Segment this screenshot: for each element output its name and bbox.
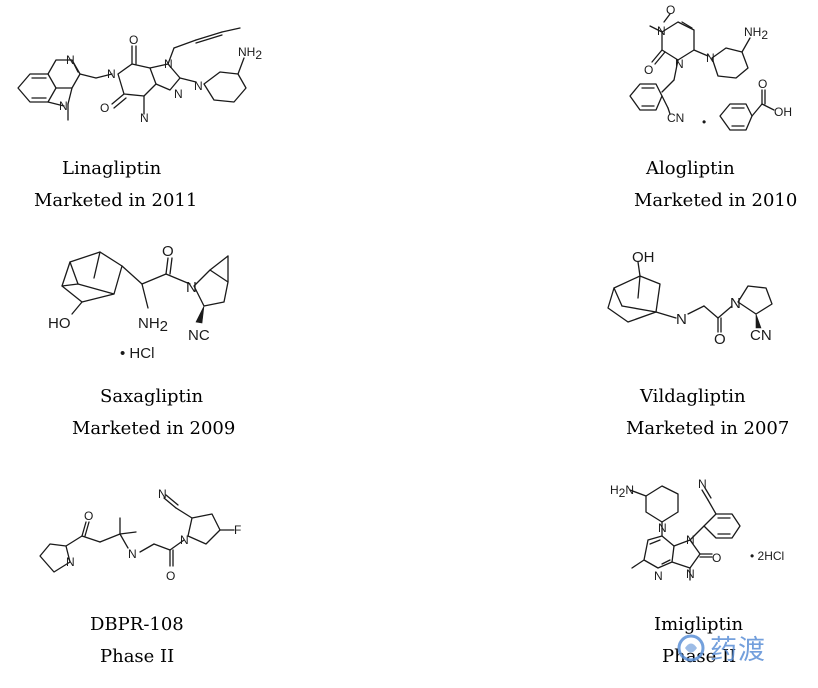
dbpr108-ring-n2: N: [180, 533, 189, 547]
alogliptin-nitrile: CN: [667, 111, 684, 125]
linagliptin-status: Marketed in 2011: [34, 190, 198, 211]
imigliptin-nitrile-n: N: [698, 477, 707, 491]
alogliptin-n-pip: N: [706, 51, 715, 65]
linagliptin-n9: N: [174, 87, 183, 101]
saxagliptin-carbonyl-o: O: [162, 243, 174, 260]
vildagliptin-hydroxyl: OH: [632, 249, 655, 266]
vildagliptin-status: Marketed in 2007: [626, 418, 790, 439]
imigliptin-carbonyl-o: O: [712, 551, 721, 565]
dbpr108-structure: N O N O N N F: [36, 486, 276, 586]
linagliptin-o6: O: [129, 33, 138, 47]
watermark-text: 药渡: [710, 635, 766, 666]
alogliptin-n3: N: [675, 57, 684, 71]
watermark: 药渡: [676, 628, 766, 667]
vildagliptin-nitrile: CN: [750, 327, 772, 344]
linagliptin-name: Linagliptin: [62, 158, 162, 179]
imigliptin-name: Imigliptin: [654, 614, 744, 635]
vildagliptin-structure: OH N O N CN: [600, 248, 800, 348]
imigliptin-structure: H2N N N N N O N • 2HCl: [604, 476, 804, 590]
imigliptin-imid-n3: N: [686, 567, 695, 581]
alogliptin-uracil-ring: [661, 21, 695, 61]
vildagliptin-amine: N: [676, 311, 687, 328]
alogliptin-o-bottom: O: [644, 63, 653, 77]
alogliptin-amine: NH2: [744, 25, 768, 42]
saxagliptin-name: Saxagliptin: [100, 386, 204, 407]
saxagliptin-status: Marketed in 2009: [72, 418, 236, 439]
linagliptin-n-quin-1: N: [66, 53, 75, 67]
dbpr108-carbonyl-o2: O: [166, 569, 175, 583]
imigliptin-salt: • 2HCl: [750, 549, 784, 563]
imigliptin-pyr-n: N: [654, 569, 663, 583]
linagliptin-amine: NH2: [238, 45, 262, 62]
alogliptin-n1: N: [657, 24, 666, 38]
dbpr108-name: DBPR-108: [90, 614, 184, 635]
alogliptin-name: Alogliptin: [646, 158, 735, 179]
linagliptin-n3: N: [140, 111, 149, 125]
linagliptin-n1: N: [107, 67, 116, 81]
imigliptin-piperidine: [645, 485, 679, 523]
alogliptin-structure: O N O N N NH2 CN • O OH: [612, 3, 812, 134]
linagliptin-n-quin-2: N: [59, 99, 68, 113]
alogliptin-benzoic-o: O: [758, 77, 767, 91]
vildagliptin-name: Vildagliptin: [640, 386, 746, 407]
dbpr108-status: Phase II: [100, 646, 175, 667]
alogliptin-benzoic-oh: OH: [774, 105, 792, 119]
dbpr108-nitrile-n: N: [158, 487, 167, 501]
imigliptin-pip-n: N: [658, 521, 667, 535]
imigliptin-amine: H2N: [610, 483, 634, 500]
linagliptin-n7: N: [164, 57, 173, 71]
alogliptin-o-top: O: [666, 3, 675, 17]
saxagliptin-nitrile: NC: [188, 327, 210, 344]
vildagliptin-adamantane: [607, 275, 661, 323]
vildagliptin-carbonyl-o: O: [714, 331, 726, 348]
saxagliptin-amine: NH2: [138, 315, 168, 335]
alogliptin-status: Marketed in 2010: [634, 190, 798, 211]
vildagliptin-ring-n: N: [730, 295, 741, 312]
dbpr108-amine: N: [128, 547, 137, 561]
saxagliptin-hydroxyl: HO: [48, 315, 71, 332]
linagliptin-structure: N N N N N N N O O NH2: [8, 27, 278, 148]
saxagliptin-ring-n: N: [186, 279, 197, 296]
linagliptin-n-pip: N: [194, 79, 203, 93]
dbpr108-pyrrolidine: [39, 543, 71, 573]
dbpr108-ring-n1: N: [66, 555, 75, 569]
watermark-logo-icon: [677, 634, 705, 661]
dbpr108-carbonyl-o1: O: [84, 509, 93, 523]
saxagliptin-adamantane: [61, 251, 123, 303]
saxagliptin-salt: • HCl: [120, 345, 154, 362]
linagliptin-o2: O: [100, 101, 109, 115]
alogliptin-salt-dot: •: [702, 115, 706, 129]
saxagliptin-structure: HO NH2 O N NC • HCl: [44, 243, 284, 364]
dbpr108-fluorine: F: [234, 523, 241, 537]
imigliptin-imid-n1: N: [686, 533, 695, 547]
